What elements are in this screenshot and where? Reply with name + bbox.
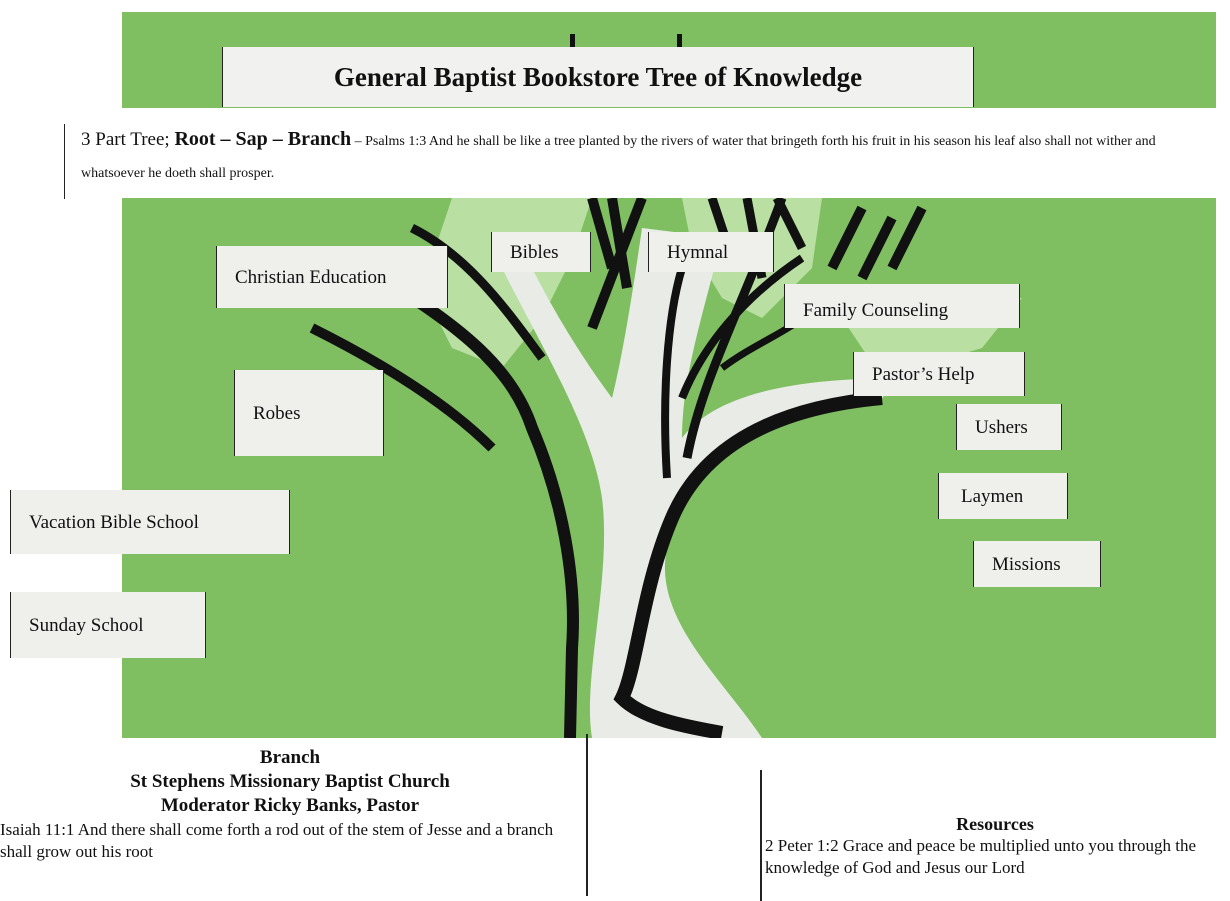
page-title: General Baptist Bookstore Tree of Knowle… xyxy=(222,47,974,107)
label-ushers: Ushers xyxy=(956,404,1062,450)
resources-heading: Resources xyxy=(956,814,1034,834)
title-tick-right xyxy=(677,34,682,48)
divider-right xyxy=(760,770,762,901)
label-hymnal: Hymnal xyxy=(648,232,774,272)
resources-verse: 2 Peter 1:2 Grace and peace be multiplie… xyxy=(765,836,1197,877)
tree-trunk xyxy=(502,228,902,738)
branch-moderator: Moderator Ricky Banks, Pastor xyxy=(160,795,420,816)
label-robes: Robes xyxy=(234,370,384,456)
trunk-edge-right xyxy=(613,391,883,738)
intro-lead: 3 Part Tree; xyxy=(81,129,175,150)
branch-heading: Branch xyxy=(259,747,321,768)
label-christian-education-text: Christian Education xyxy=(235,266,387,288)
intro-dash: – xyxy=(351,134,366,149)
resources-caption: Resources 2 Peter 1:2 Grace and peace be… xyxy=(765,813,1225,879)
trunk-edge-left xyxy=(378,272,579,738)
label-ushers-text: Ushers xyxy=(975,416,1028,438)
branch-christian-education xyxy=(409,223,546,361)
intro-emphasis: Root – Sap – Branch xyxy=(174,128,352,150)
branch-center-left xyxy=(661,266,686,479)
label-missions: Missions xyxy=(973,541,1101,587)
branch-verse: Isaiah 11:1 And there shall come forth a… xyxy=(0,820,554,861)
branch-family xyxy=(678,254,805,400)
label-laymen-text: Laymen xyxy=(961,485,1024,507)
branch-top-right xyxy=(827,205,927,281)
divider-center xyxy=(586,734,588,896)
label-family-counseling-text: Family Counseling xyxy=(803,299,949,321)
label-family-counseling: Family Counseling xyxy=(784,284,1020,328)
label-bibles-text: Bibles xyxy=(510,241,559,263)
label-sunday-school-text: Sunday School xyxy=(29,614,144,636)
intro-paragraph: 3 Part Tree; Root – Sap – Branch – Psalm… xyxy=(64,124,1214,199)
label-pastors-help: Pastor’s Help xyxy=(853,352,1025,396)
branch-bibles xyxy=(587,198,647,330)
branch-robes xyxy=(309,323,496,452)
label-bibles: Bibles xyxy=(491,232,591,272)
branch-church: St Stephens Missionary Baptist Church xyxy=(130,771,450,792)
title-tick-left xyxy=(570,34,575,48)
label-missions-text: Missions xyxy=(992,553,1061,575)
label-christian-education: Christian Education xyxy=(216,246,448,308)
intro-verse: Psalms 1:3 And he shall be like a tree p… xyxy=(81,134,1156,181)
label-vacation-bible-school: Vacation Bible School xyxy=(10,490,290,554)
label-vacation-bible-school-text: Vacation Bible School xyxy=(29,511,199,533)
label-hymnal-text: Hymnal xyxy=(667,241,729,263)
label-robes-text: Robes xyxy=(253,402,301,424)
label-pastors-help-text: Pastor’s Help xyxy=(872,363,975,385)
label-sunday-school: Sunday School xyxy=(10,592,206,658)
label-laymen: Laymen xyxy=(938,473,1068,519)
branch-caption: Branch St Stephens Missionary Baptist Ch… xyxy=(30,746,550,818)
